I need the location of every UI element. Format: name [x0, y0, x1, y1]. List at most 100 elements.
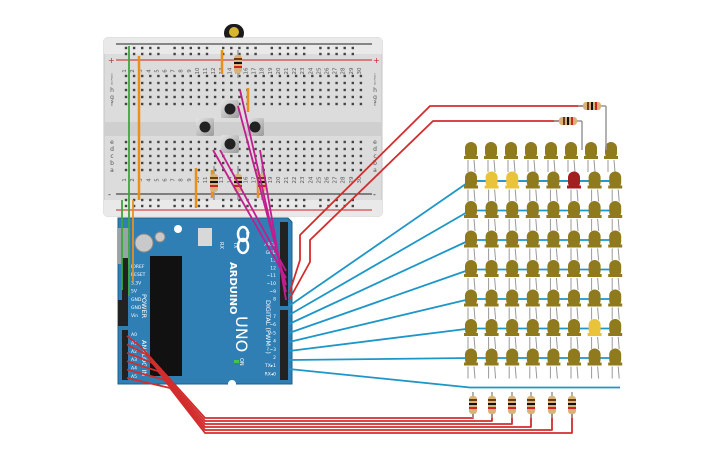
rail-hole — [189, 46, 192, 50]
pushbutton-up[interactable] — [221, 100, 239, 118]
led — [464, 201, 478, 232]
led — [608, 260, 623, 291]
led-body — [526, 348, 539, 366]
breadboard-hole — [205, 168, 209, 172]
breadboard-hole — [319, 88, 322, 92]
breadboard-row-letter: f — [374, 101, 377, 108]
pushbutton-left[interactable] — [196, 118, 214, 136]
led-body — [609, 171, 622, 189]
led-rim — [546, 215, 561, 218]
breadboard-hole — [157, 88, 160, 92]
led-rim — [464, 156, 478, 159]
breadboard-row-letter: c — [110, 153, 113, 160]
breadboard-hole — [262, 95, 265, 99]
rail-hole — [319, 46, 322, 50]
led-body — [485, 171, 498, 189]
led-rim — [567, 333, 581, 336]
breadboard-hole — [294, 140, 298, 144]
breadboard-hole — [254, 147, 257, 151]
breadboard-hole — [238, 81, 241, 85]
led-body — [465, 289, 477, 307]
breadboard-hole — [254, 102, 257, 106]
analog-pin-label: A2 — [131, 349, 137, 355]
led — [484, 260, 499, 291]
breadboard-hole — [319, 81, 322, 85]
breadboard-hole — [213, 147, 217, 151]
breadboard-hole — [262, 161, 265, 165]
breadboard-hole — [181, 154, 184, 158]
rail-hole — [351, 204, 354, 208]
led-rim — [587, 333, 602, 336]
led-rim — [484, 215, 499, 218]
digital-pin-label: ~6 — [269, 322, 276, 328]
led-lead — [514, 307, 517, 320]
led-lead — [473, 159, 476, 173]
pushbutton-right[interactable] — [246, 118, 264, 136]
on-led — [234, 360, 239, 363]
breadboard-hole — [181, 140, 184, 144]
breadboard-hole — [189, 81, 192, 85]
led-body — [506, 201, 519, 218]
breadboard-hole — [311, 88, 314, 92]
led-lead — [494, 366, 497, 379]
power-pin-label: 5V — [131, 289, 138, 295]
breadboard-column-number: 28 — [341, 176, 347, 183]
breadboard-hole — [181, 88, 184, 92]
breadboard-hole — [254, 74, 257, 78]
resistor-band — [568, 399, 576, 401]
breadboard-hole — [124, 161, 128, 165]
rail-hole — [230, 198, 233, 202]
led-lead — [597, 277, 600, 291]
resistor-band — [571, 117, 573, 125]
led-rim — [464, 185, 478, 189]
digital-pin-label: 2 — [273, 355, 276, 361]
breadboard-hole — [197, 74, 201, 78]
led — [584, 142, 598, 173]
pushbutton-down[interactable] — [221, 135, 239, 153]
rail-hole — [246, 46, 249, 50]
breadboard-hole — [327, 154, 330, 158]
breadboard-hole — [270, 88, 273, 92]
breadboard-hole — [124, 147, 128, 151]
led-rim — [587, 303, 602, 307]
breadboard-row-letter: e — [110, 139, 114, 146]
led — [587, 260, 602, 291]
rail-hole — [205, 52, 209, 56]
breadboard-hole — [181, 168, 184, 172]
rail-hole — [157, 52, 160, 56]
wire-column — [126, 351, 513, 425]
breadboard-hole — [335, 88, 338, 92]
led-lead — [494, 307, 497, 320]
breadboard-hole — [351, 161, 354, 165]
led-rim — [464, 303, 478, 307]
led-lead — [533, 159, 536, 173]
led-lead — [555, 366, 558, 379]
breadboard-hole — [327, 95, 330, 99]
led-body — [506, 230, 519, 248]
breadboard-column-number: 23 — [300, 67, 306, 74]
breadboard-hole — [230, 81, 233, 85]
breadboard-hole — [132, 154, 136, 158]
breadboard-hole — [181, 81, 184, 85]
breadboard-hole — [222, 74, 225, 78]
wire-column — [126, 368, 553, 431]
reset-button[interactable] — [198, 228, 212, 246]
rail-hole — [173, 204, 176, 208]
breadboard-hole — [351, 102, 354, 106]
rail-hole — [278, 204, 282, 208]
led — [525, 171, 540, 202]
breadboard-hole — [173, 81, 176, 85]
rail-hole — [230, 52, 233, 56]
resistor-sensor[interactable] — [234, 50, 242, 78]
led-body — [506, 319, 519, 336]
rail-hole — [157, 204, 160, 208]
resistor-band — [258, 181, 266, 183]
breadboard-column-number: 3 — [138, 178, 144, 182]
rail-hole — [319, 204, 322, 208]
arduino-brand: ARDUINO — [227, 262, 238, 314]
resistor-band — [469, 407, 477, 409]
led-rim — [464, 333, 478, 336]
resistor — [578, 102, 606, 110]
breadboard-hole — [311, 95, 314, 99]
rail-hole — [132, 46, 136, 50]
